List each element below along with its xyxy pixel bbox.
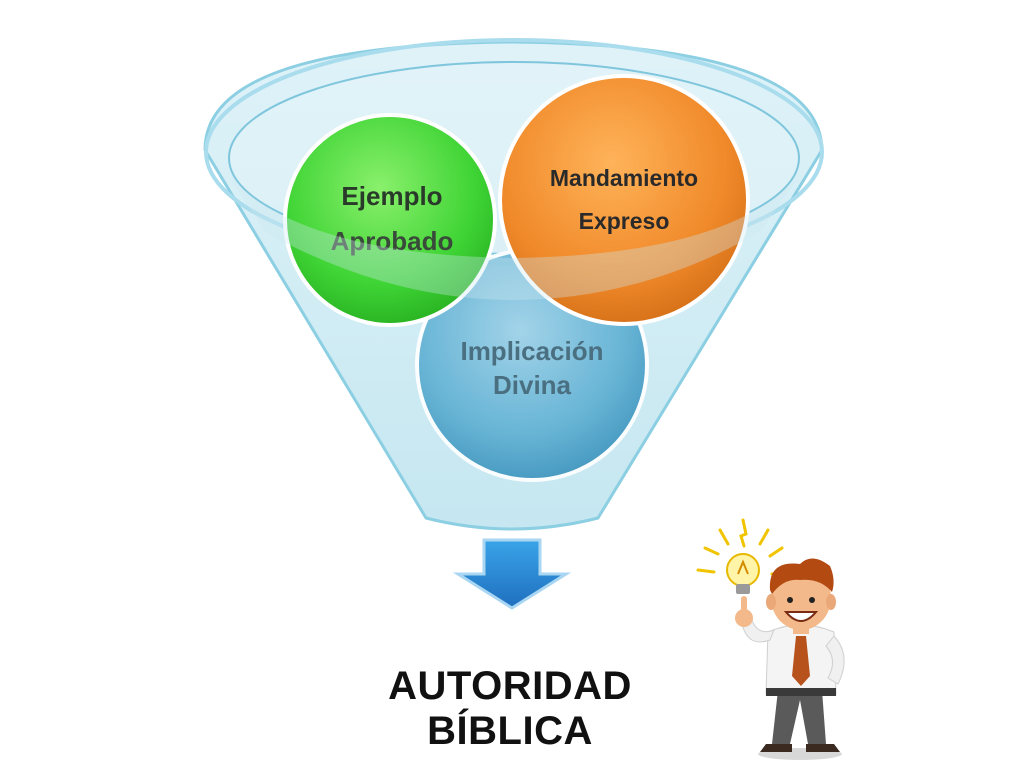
down-arrow-icon [452, 538, 572, 610]
ejemplo-line2: Aprobado [331, 226, 454, 256]
diagram-title: AUTORIDAD BÍBLICA [388, 664, 632, 753]
circle-mandamiento-expreso: Mandamiento Expreso [498, 74, 750, 326]
implicacion-line2: Divina [493, 370, 572, 400]
implicacion-line1: Implicación [460, 336, 603, 366]
ejemplo-line1: Ejemplo [341, 181, 442, 211]
mandamiento-line1: Mandamiento [550, 165, 698, 191]
circle-ejemplo-aprobado: Ejemplo Aprobado [283, 113, 497, 327]
lightbulb-icon [696, 518, 788, 594]
mandamiento-line2: Expreso [579, 208, 670, 234]
businessman-icon [735, 558, 845, 760]
